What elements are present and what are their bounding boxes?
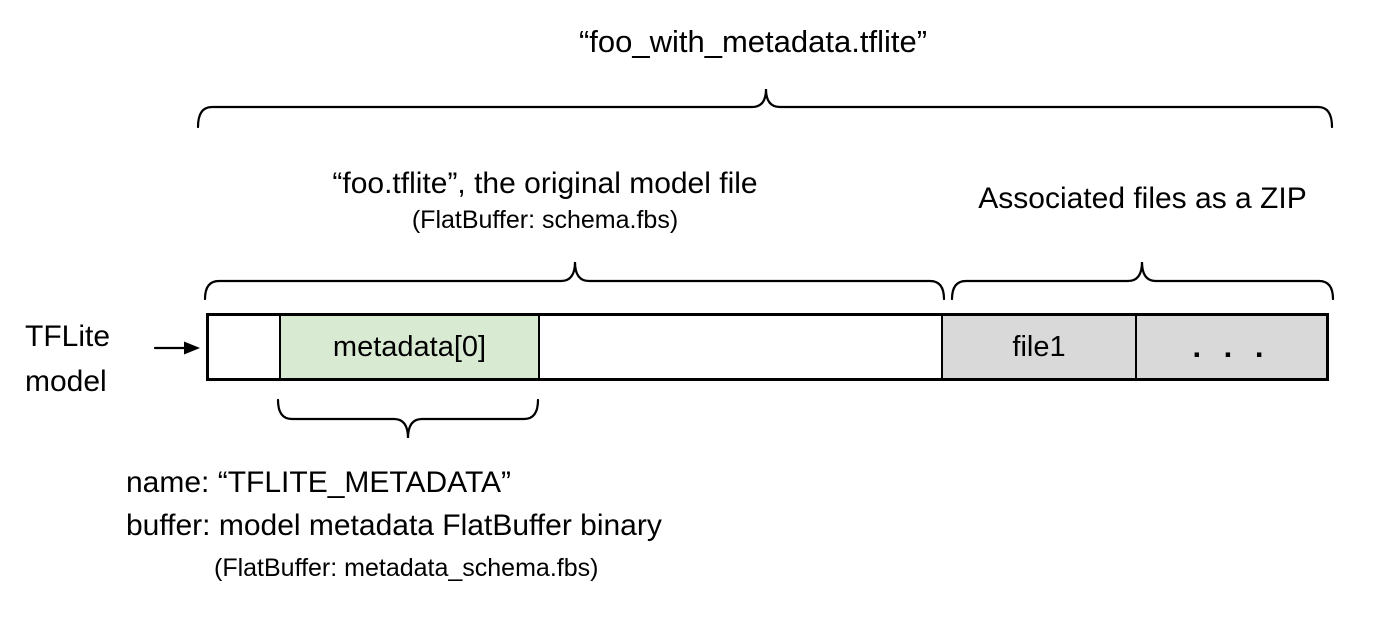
bar-segment-metadata: metadata[0]: [279, 316, 538, 378]
pointer-arrow-icon: [184, 341, 200, 355]
bar-segment-file1: file1: [941, 316, 1135, 378]
bar-segment-model-body: [538, 316, 941, 378]
model-brace: [203, 261, 946, 301]
metadata-note-schema: (FlatBuffer: metadata_schema.fbs): [214, 554, 599, 582]
metadata-brace: [276, 398, 540, 439]
model-bytes-bar: metadata[0] file1 . . .: [206, 313, 1329, 381]
model-section-label-line2: (FlatBuffer: schema.fbs): [411, 206, 679, 234]
bar-segment-header: [209, 316, 279, 378]
metadata-note-buffer: buffer: model metadata FlatBuffer binary: [126, 509, 662, 542]
tflite-model-label-line2: model: [25, 365, 107, 398]
zip-brace: [950, 261, 1335, 301]
zip-section-label: Associated files as a ZIP: [978, 182, 1307, 215]
tflite-model-label: TFLite model: [25, 314, 110, 404]
bar-segment-more-files: . . .: [1135, 316, 1326, 378]
model-section-label-line1: “foo.tflite”, the original model file: [332, 167, 758, 200]
model-section-label: “foo.tflite”, the original model file (F…: [205, 167, 885, 235]
metadata-note-name: name: “TFLITE_METADATA”: [126, 466, 512, 499]
file-brace: [196, 88, 1334, 129]
diagram-title: “foo_with_metadata.tflite”: [578, 24, 928, 59]
tflite-model-label-line1: TFLite: [25, 320, 111, 353]
